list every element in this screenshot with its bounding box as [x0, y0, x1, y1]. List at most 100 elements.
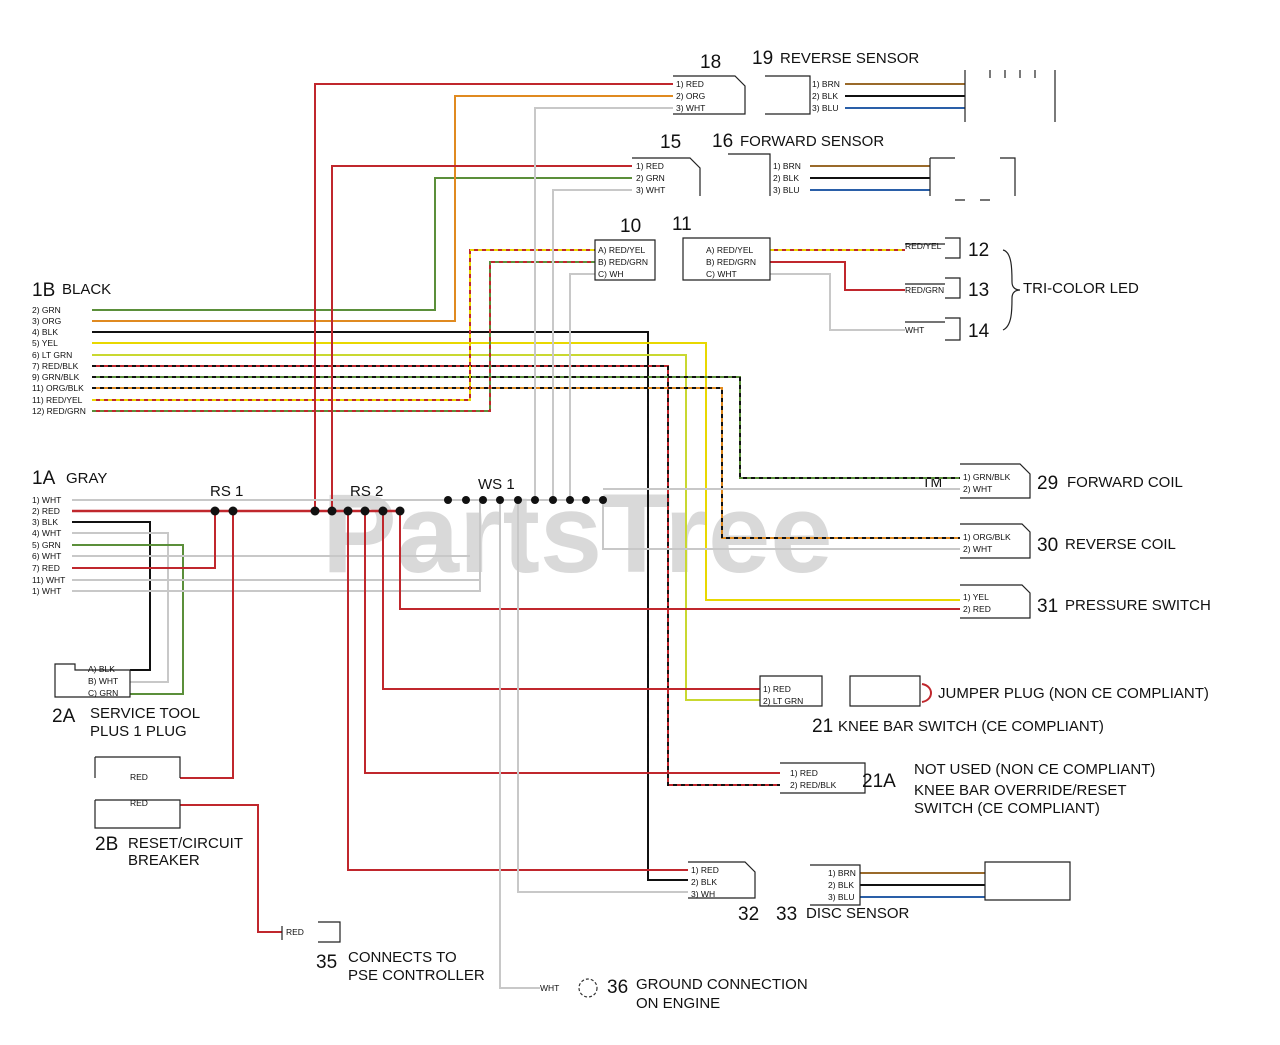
- wire-1a-wht4: [72, 532, 169, 683]
- wire-1a-wht12: [72, 500, 481, 592]
- wire-1b-org: [92, 95, 673, 322]
- svg-text:3) WHT: 3) WHT: [636, 185, 665, 195]
- watermark: PartsTree: [322, 471, 833, 596]
- svg-text:1) RED: 1) RED: [676, 79, 704, 89]
- wire-ws1-32: [517, 500, 688, 893]
- svg-text:1) YEL: 1) YEL: [963, 592, 989, 602]
- connector-13-shape: [905, 277, 961, 299]
- connector-16-body: [929, 157, 1016, 201]
- c30-name: REVERSE COIL: [1065, 536, 1176, 553]
- svg-text:1) RED: 1) RED: [636, 161, 664, 171]
- c36-line2: ON ENGINE: [636, 995, 720, 1012]
- svg-text:3) BLU: 3) BLU: [812, 103, 838, 113]
- svg-text:2) RED: 2) RED: [32, 506, 60, 516]
- c21a-line1: NOT USED (NON CE COMPLIANT): [914, 761, 1155, 778]
- c12-num: 12: [968, 240, 989, 261]
- connector-33-shape: [810, 864, 861, 906]
- c2a-pins: A) BLK B) WHT C) GRN: [88, 664, 118, 698]
- c18-num: 18: [700, 52, 721, 73]
- c11-pins: A) RED/YEL B) RED/GRN C) WHT: [706, 245, 756, 279]
- svg-text:B) RED/GRN: B) RED/GRN: [598, 257, 648, 267]
- c15-pins: 1) RED 2) GRN 3) WHT: [636, 161, 665, 195]
- svg-text:6) WHT: 6) WHT: [32, 551, 61, 561]
- svg-text:1) WHT: 1) WHT: [32, 586, 61, 596]
- connector-2a-shape: [54, 663, 131, 698]
- svg-text:3) BLK: 3) BLK: [32, 517, 58, 527]
- rs2-label: RS 2: [350, 483, 383, 500]
- svg-text:3) WH: 3) WH: [691, 889, 715, 899]
- ground-symbol: [578, 978, 598, 998]
- c2a-line2: PLUS 1 PLUG: [90, 723, 187, 740]
- watermark-tm: TM: [922, 474, 942, 490]
- c29-name: FORWARD COIL: [1067, 474, 1183, 491]
- connector-29-shape: [960, 463, 1031, 499]
- wire-red-15: [331, 165, 632, 511]
- c14-pin: WHT: [905, 325, 924, 335]
- connector-18-shape: [673, 75, 746, 115]
- wire-1b-redblk-dash: [92, 365, 780, 786]
- wire-1b-grnblk-dash: [92, 376, 960, 479]
- tri-color-label: TRI-COLOR LED: [1023, 280, 1139, 297]
- c21-pins: 1) RED 2) LT GRN: [763, 684, 803, 706]
- jumper-shape: [849, 675, 921, 707]
- c2a-num: 2A: [52, 706, 76, 727]
- svg-text:12) RED/GRN: 12) RED/GRN: [32, 406, 86, 416]
- c21-num: 21: [812, 716, 833, 737]
- wire-1a-red7: [72, 511, 216, 569]
- c2b-num: 2B: [95, 834, 118, 855]
- wire-1b-grnblk: [92, 376, 960, 479]
- wire-1b-redgrn-dash: [92, 261, 595, 412]
- c21a-num: 21A: [862, 771, 896, 792]
- wire-11-redgrn: [770, 261, 905, 291]
- svg-text:A) RED/YEL: A) RED/YEL: [598, 245, 646, 255]
- c13-pin: RED/GRN: [905, 285, 944, 295]
- ws1-label: WS 1: [478, 476, 515, 493]
- svg-text:2) BLK: 2) BLK: [812, 91, 838, 101]
- svg-text:7) RED/BLK: 7) RED/BLK: [32, 361, 79, 371]
- svg-text:3) BLU: 3) BLU: [828, 892, 854, 902]
- c21a-line2: KNEE BAR OVERRIDE/RESET: [914, 782, 1127, 799]
- svg-text:2) LT GRN: 2) LT GRN: [763, 696, 803, 706]
- svg-text:1) BRN: 1) BRN: [828, 868, 856, 878]
- c19-num: 19: [752, 48, 773, 69]
- wire-11-wht: [770, 273, 905, 331]
- svg-text:A) RED/YEL: A) RED/YEL: [706, 245, 754, 255]
- svg-text:11) ORG/BLK: 11) ORG/BLK: [32, 383, 84, 393]
- c2b-pin1: RED: [130, 772, 148, 782]
- svg-text:5) GRN: 5) GRN: [32, 540, 61, 550]
- harness-1a-name: GRAY: [66, 470, 107, 487]
- c33-num: 33: [776, 904, 797, 925]
- svg-text:11) WHT: 11) WHT: [32, 575, 65, 585]
- wire-rs2-21: [382, 511, 760, 690]
- c36-num: 36: [607, 977, 628, 998]
- connector-35-shape: [281, 921, 341, 943]
- svg-text:7) RED: 7) RED: [32, 563, 60, 573]
- c32-pins: 1) RED 2) BLK 3) WH: [691, 865, 719, 899]
- svg-text:2) RED/BLK: 2) RED/BLK: [790, 780, 837, 790]
- connector-32-shape: [688, 861, 756, 899]
- harness-1a-pins: 1) WHT 2) RED 3) BLK 4) WHT 5) GRN 6) WH…: [32, 495, 65, 596]
- connector-14-shape: [905, 317, 961, 341]
- connector-21-shape: [759, 675, 823, 707]
- svg-text:C) WH: C) WH: [598, 269, 624, 279]
- svg-text:C) GRN: C) GRN: [88, 688, 118, 698]
- wire-ws1-36: [499, 500, 540, 989]
- svg-text:3) BLU: 3) BLU: [773, 185, 799, 195]
- connector-2b-shape: [94, 756, 181, 829]
- wire-1b-redyel: [92, 249, 595, 401]
- svg-text:6) LT GRN: 6) LT GRN: [32, 350, 72, 360]
- connector-12-shape: [905, 237, 961, 259]
- c19-name: REVERSE SENSOR: [780, 50, 919, 67]
- svg-text:4) WHT: 4) WHT: [32, 528, 61, 538]
- svg-text:1) ORG/BLK: 1) ORG/BLK: [963, 532, 1011, 542]
- svg-text:1) RED: 1) RED: [790, 768, 818, 778]
- svg-text:2) BLK: 2) BLK: [828, 880, 854, 890]
- wire-2b-red2: [180, 804, 282, 933]
- wire-ws1-30: [602, 500, 960, 550]
- svg-text:3) ORG: 3) ORG: [32, 316, 61, 326]
- connector-outlines: [54, 70, 1071, 943]
- svg-text:2) GRN: 2) GRN: [636, 173, 665, 183]
- wires: [72, 83, 985, 989]
- svg-text:2) WHT: 2) WHT: [963, 544, 992, 554]
